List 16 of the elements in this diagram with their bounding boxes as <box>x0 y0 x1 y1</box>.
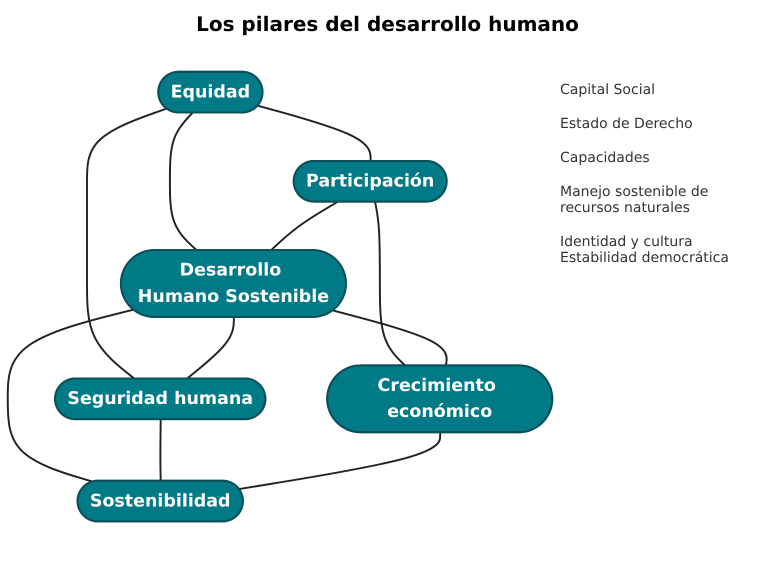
connector <box>333 310 448 366</box>
connector <box>238 433 442 490</box>
diagram-title: Los pilares del desarrollo humano <box>195 12 580 36</box>
connector <box>86 108 167 380</box>
region-label: Manejo sostenible de recursos naturales <box>560 184 710 216</box>
region-label: Identidad y cultura Estabilidad democrática <box>560 234 730 266</box>
connector <box>374 202 406 367</box>
connector <box>270 202 338 252</box>
region-label: Capacidades <box>560 150 651 166</box>
connector <box>168 112 198 252</box>
region-label: Capital Social <box>560 82 656 98</box>
connector <box>159 420 162 482</box>
connector <box>6 309 134 484</box>
connector <box>186 318 235 380</box>
connector <box>258 105 372 162</box>
region-label: Estado de Derecho <box>560 116 694 132</box>
